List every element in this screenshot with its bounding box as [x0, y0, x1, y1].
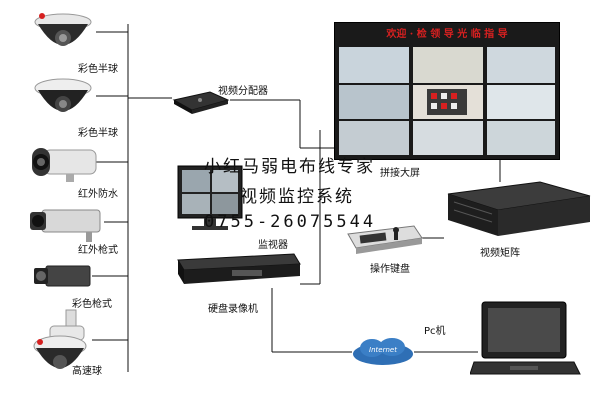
monitor — [176, 164, 256, 234]
internet-cloud: Internet — [350, 336, 416, 368]
speed-dome-camera-icon — [33, 309, 87, 369]
camera-3 — [30, 142, 100, 184]
camera-2 — [30, 76, 96, 126]
video-wall: 欢迎 · 检 领 导 光 临 指 导 — [334, 22, 560, 160]
video-distributor — [170, 88, 232, 116]
video-distributor-icon — [172, 91, 230, 114]
dvr-label: 硬盘录像机 — [208, 304, 258, 315]
keyboard — [344, 220, 424, 256]
dvr-icon — [177, 253, 301, 284]
camera-5-label: 彩色枪式 — [72, 299, 112, 310]
camera-1 — [30, 8, 96, 58]
overlay-title: 小红马弱电布线专家 — [204, 157, 375, 177]
video-matrix — [444, 180, 594, 242]
pc-laptop — [469, 300, 582, 378]
camera-4-label: 红外枪式 — [78, 245, 118, 256]
video-distributor-label: 视频分配器 — [218, 86, 268, 97]
camera-6 — [28, 308, 92, 382]
video-matrix-icon — [447, 181, 591, 236]
overlay-subtitle: 视频监控系统 — [240, 187, 354, 207]
keyboard-icon — [347, 225, 423, 254]
video-wall-screens — [339, 47, 555, 155]
camera-3-label: 红外防水 — [78, 189, 118, 200]
camera-4 — [26, 202, 106, 244]
cloud-icon — [353, 338, 413, 365]
camera-5 — [32, 262, 92, 292]
laptop-icon — [469, 301, 581, 375]
dvr — [172, 250, 304, 290]
infrared-waterproof-camera-icon — [32, 148, 97, 182]
camera-1-label: 彩色半球 — [78, 64, 118, 75]
dome-camera-icon — [34, 78, 92, 112]
dome-camera-icon — [34, 13, 92, 46]
overlay-phone: 0755-26075544 — [204, 212, 377, 232]
pc-label: Pc机 — [424, 326, 446, 337]
keyboard-label: 操作键盘 — [370, 264, 410, 275]
monitor-icon — [177, 165, 243, 230]
camera-6-label: 高速球 — [72, 366, 102, 377]
internet-label: Internet — [369, 346, 397, 354]
monitor-label: 监视器 — [258, 240, 288, 251]
infrared-bullet-camera-icon — [30, 209, 101, 242]
box-camera-icon — [34, 265, 91, 287]
video-matrix-label: 视频矩阵 — [480, 248, 520, 259]
video-wall-label: 拼接大屏 — [380, 168, 420, 179]
camera-2-label: 彩色半球 — [78, 128, 118, 139]
video-wall-banner: 欢迎 · 检 领 导 光 临 指 导 — [386, 29, 508, 40]
